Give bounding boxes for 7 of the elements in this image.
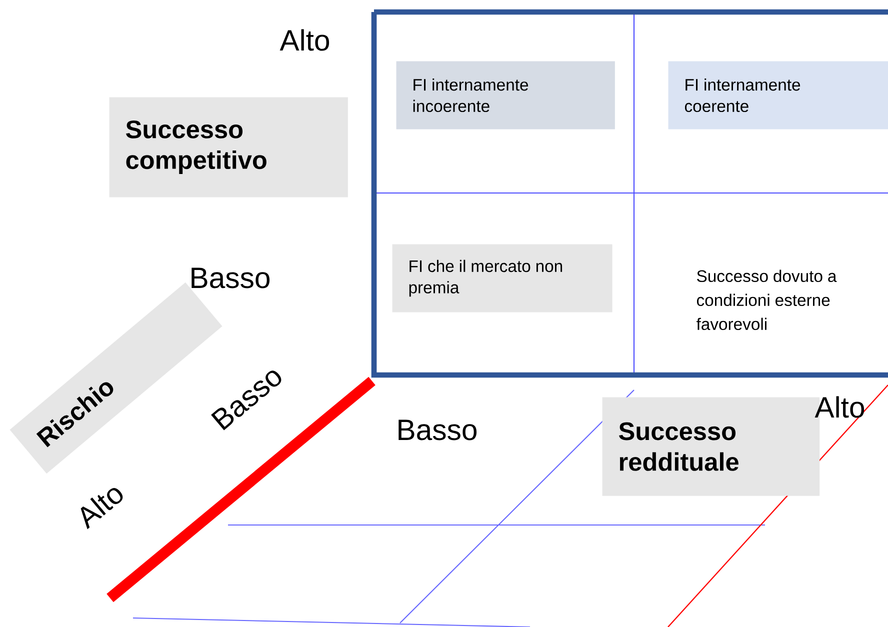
axis-level-label: Alto [280, 29, 330, 51]
quadrant-box: FI internamente coerente [668, 61, 888, 130]
quadrant-text: Successo dovuto a condizioni esterne favorevoli [696, 270, 837, 330]
quadrant-box: FI che il mercato non premia [392, 244, 612, 312]
quadrant-box: FI internamente incoerente [396, 61, 615, 130]
axis-title-box: Successo competitivo [109, 97, 348, 198]
axis-level-label: Basso [398, 420, 477, 440]
